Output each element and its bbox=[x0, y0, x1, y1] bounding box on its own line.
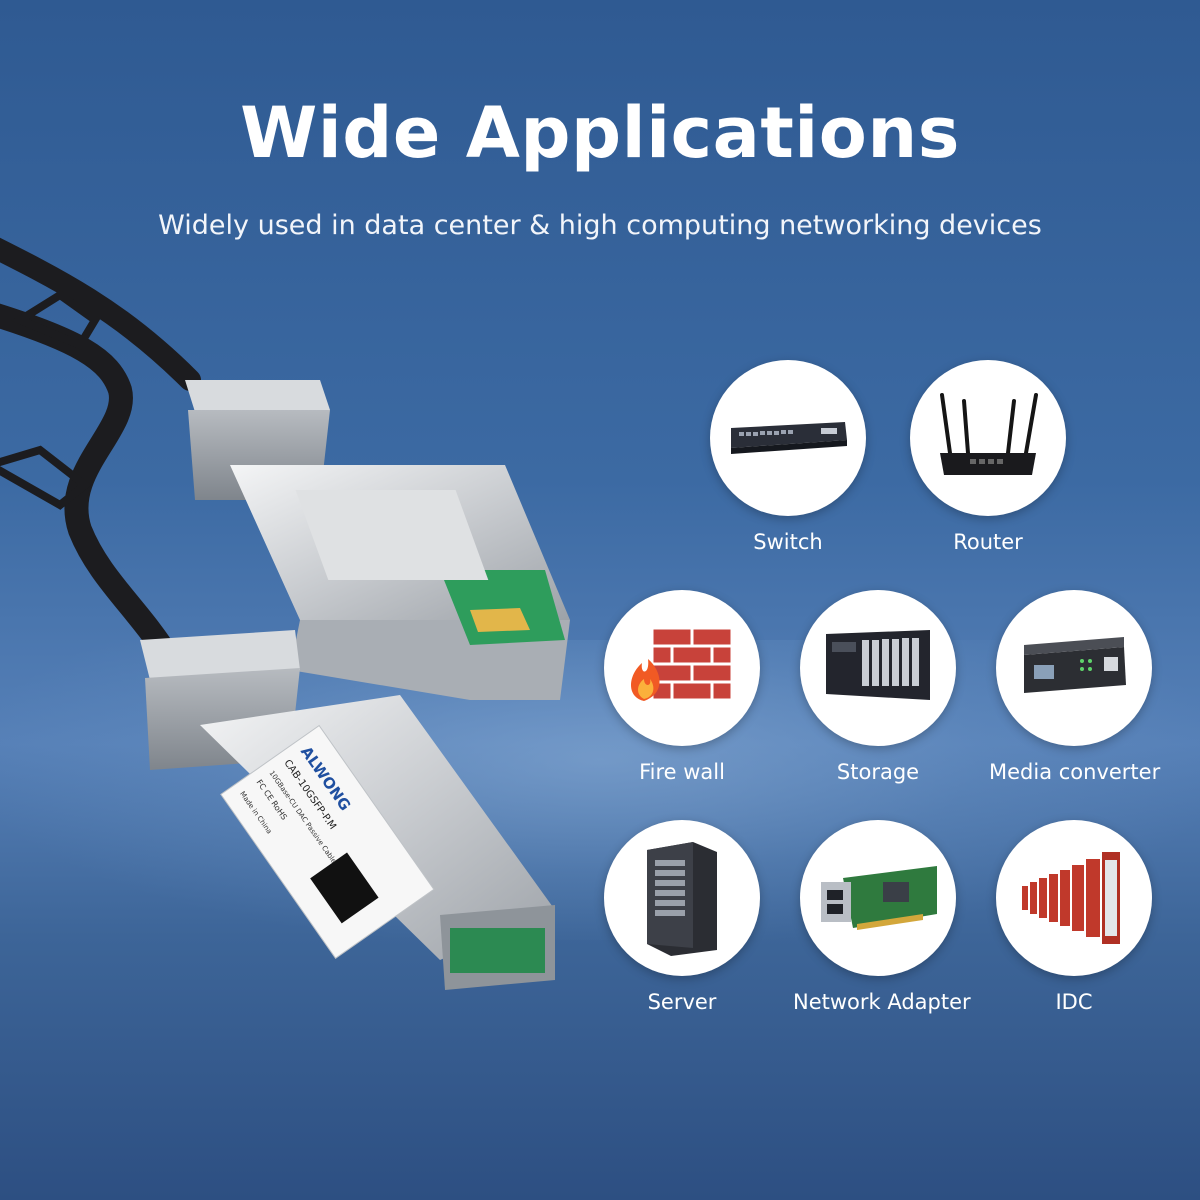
application-network-adapter: Network Adapter bbox=[793, 820, 971, 1014]
application-switch: Switch bbox=[703, 360, 873, 554]
media-converter-icon bbox=[996, 590, 1152, 746]
application-label: Network Adapter bbox=[793, 990, 971, 1014]
sfp-module-upper bbox=[185, 380, 570, 700]
router-icon bbox=[910, 360, 1066, 516]
firewall-icon bbox=[604, 590, 760, 746]
dac-cable-illustration: ALWONG CAB-10GSFP-P.M 10GBase-CU DAC Pas… bbox=[0, 237, 570, 990]
page-title: Wide Applications bbox=[240, 92, 960, 174]
application-storage: Storage bbox=[793, 590, 963, 784]
application-label: Storage bbox=[836, 760, 920, 784]
application-label: Fire wall bbox=[639, 760, 725, 784]
application-server: Server bbox=[597, 820, 767, 1014]
switch-icon bbox=[710, 360, 866, 516]
sfp-module-lower: ALWONG CAB-10GSFP-P.M 10GBase-CU DAC Pas… bbox=[140, 630, 555, 990]
application-label: Switch bbox=[753, 530, 823, 554]
server-icon bbox=[604, 820, 760, 976]
application-router: Router bbox=[903, 360, 1073, 554]
application-media-converter: Media converter bbox=[989, 590, 1161, 784]
idc-icon bbox=[996, 820, 1152, 976]
cable bbox=[0, 237, 201, 672]
application-label: Server bbox=[647, 990, 717, 1014]
application-idc: IDC bbox=[989, 820, 1159, 1014]
storage-icon bbox=[800, 590, 956, 746]
network-adapter-icon bbox=[800, 820, 956, 976]
page-subtitle: Widely used in data center & high comput… bbox=[158, 210, 1042, 241]
application-label: IDC bbox=[1055, 990, 1093, 1014]
application-firewall: Fire wall bbox=[597, 590, 767, 784]
application-label: Media converter bbox=[989, 760, 1161, 784]
application-label: Router bbox=[953, 530, 1023, 554]
